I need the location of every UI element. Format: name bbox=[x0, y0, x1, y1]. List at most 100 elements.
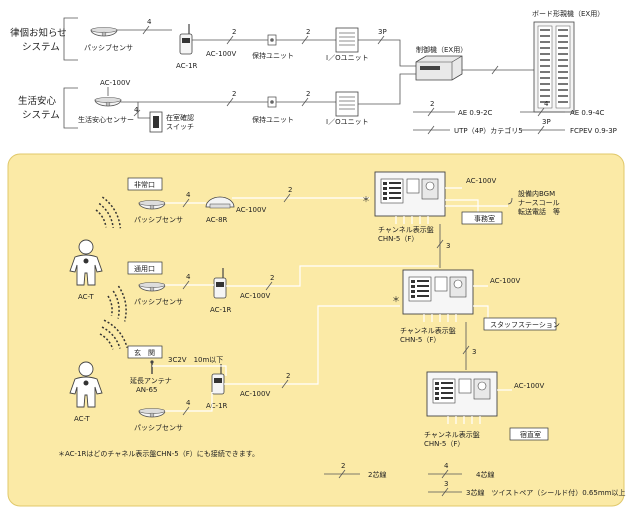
sys2-label-line1: 生活安心 bbox=[18, 95, 57, 107]
service-exit-label: 通用口 bbox=[134, 264, 155, 273]
office-box bbox=[461, 211, 503, 225]
passive-sensor-label: パッシブセンサ bbox=[84, 43, 133, 52]
board-panel-label: ボード形親機（EX用） bbox=[532, 9, 604, 18]
sys2-label-line2: システム bbox=[22, 110, 60, 121]
wire-num-4a: 4 bbox=[147, 18, 152, 26]
ch-model-label-2: CHN-5（F） bbox=[400, 336, 440, 344]
act-label-1: AC-T bbox=[78, 293, 94, 301]
controller-label: 制御機（EX用） bbox=[416, 45, 467, 54]
life-sensor-icon bbox=[94, 97, 122, 107]
staff-label: スタッフステーション bbox=[490, 320, 560, 329]
ch-panel-label-3: チャンネル表示盤 bbox=[424, 430, 480, 439]
office-label: 事務室 bbox=[474, 214, 495, 223]
presence-switch-icon bbox=[149, 111, 163, 133]
ac1r-label-service: AC-1R bbox=[210, 306, 232, 314]
top-legend-num-3: 3P bbox=[542, 118, 551, 126]
wire-num-4c-bottom: 4 bbox=[186, 399, 191, 407]
bottom-legend-num-2: 3 bbox=[444, 480, 448, 488]
antenna-label-line2: AN-65 bbox=[136, 386, 157, 394]
ac100v-label-entrance: AC-100V bbox=[240, 390, 270, 398]
service-exit-box bbox=[127, 261, 163, 275]
hold-unit-1-label: 保持ユニット bbox=[252, 51, 294, 60]
night-label: 宿直室 bbox=[520, 430, 541, 439]
presence-switch-label-line1: 在室確認 bbox=[166, 113, 194, 122]
top-legend-text-1: AE 0.9-4C bbox=[570, 109, 605, 117]
ch-model-label-3: CHN-5（F） bbox=[424, 440, 464, 448]
ch-panel-icon-night bbox=[426, 371, 498, 417]
top-legend-num-1: 4 bbox=[544, 100, 549, 108]
emergency-exit-box bbox=[127, 177, 163, 191]
ac1r-transmitter-icon bbox=[179, 23, 193, 55]
hold-unit-1-icon bbox=[267, 34, 277, 46]
ch-panel-label-2: チャンネル表示盤 bbox=[400, 326, 456, 335]
top-legend-text-3: FCPEV 0.9-3P bbox=[570, 127, 617, 135]
wire-num-2a: 2 bbox=[232, 28, 236, 36]
staff-box bbox=[483, 317, 557, 331]
star-mark-1: ＊ bbox=[362, 195, 370, 204]
night-box bbox=[509, 427, 549, 441]
bgm-label-line3: 転送電話 等 bbox=[518, 207, 560, 216]
star-mark-2: ＊ bbox=[392, 295, 400, 304]
bgm-label-line2: ナースコール bbox=[518, 199, 560, 207]
passive-sensor-label-1: パッシブセンサ bbox=[134, 215, 183, 224]
emergency-exit-label: 非常口 bbox=[134, 180, 155, 189]
ac1r-label: AC-1R bbox=[176, 62, 198, 70]
top-legend: 2 AE 0.9-2C 4 AE 0.9-4C UTP（4P）カテゴリ5 3P … bbox=[413, 100, 617, 135]
wire-num-3a-bottom: 3 bbox=[446, 242, 450, 250]
top-section: 律個お知らせ システム 生活安心 システム パッシブセンサ 4 AC-1R AC… bbox=[10, 9, 617, 135]
ch-panel-icon-office bbox=[374, 171, 446, 217]
ac8r-label: AC-8R bbox=[206, 216, 228, 224]
bottom-legend-num-0: 2 bbox=[341, 462, 345, 470]
top-legend-text-0: AE 0.9-2C bbox=[458, 109, 493, 117]
footnote: ＊AC-1Rはどのチャネル表示盤CHN-5（F）にも接続できます。 bbox=[58, 449, 259, 458]
passive-sensor-label-3: パッシブセンサ bbox=[134, 423, 183, 432]
hold-unit-2-label: 保持ユニット bbox=[252, 115, 294, 124]
bgm-label-line1: 設備内BGM bbox=[518, 189, 555, 198]
wire-num-3p: 3P bbox=[378, 28, 387, 36]
antenna-label-line1: 延長アンテナ bbox=[130, 376, 172, 385]
bottom-legend-text-1: 4芯線 bbox=[476, 470, 494, 479]
antenna-wire-label: 3C2V 10m以下 bbox=[168, 356, 223, 364]
wire-num-4b-bottom: 4 bbox=[186, 273, 191, 281]
ch-panel-label-1: チャンネル表示盤 bbox=[378, 225, 434, 234]
entrance-box bbox=[127, 345, 163, 359]
wire-num-4a-bottom: 4 bbox=[186, 191, 191, 199]
passive-sensor-icon bbox=[90, 27, 118, 37]
ac100v-label-a: AC-100V bbox=[206, 50, 236, 58]
sys1-label-line2: システム bbox=[22, 42, 60, 53]
wire-num-2b: 2 bbox=[306, 28, 310, 36]
io-unit-2-label: I／Oユニット bbox=[326, 118, 369, 126]
ch-panel-icon-staff bbox=[402, 269, 474, 315]
board-panel-icon bbox=[533, 21, 575, 113]
bottom-legend-text-2: 3芯線 ツイストペア（シールド付）0.65mm以上 bbox=[466, 488, 625, 497]
wire-num-2b-bottom: 2 bbox=[270, 274, 274, 282]
sys1-label-line1: 律個お知らせ bbox=[10, 27, 67, 39]
wire-num-4b: 4 bbox=[134, 106, 139, 114]
bottom-legend-num-1: 4 bbox=[444, 462, 449, 470]
ac100v-label-panel3: AC-100V bbox=[514, 382, 544, 390]
controller-icon bbox=[415, 55, 463, 81]
wire-num-2c-bottom: 2 bbox=[286, 372, 290, 380]
io-unit-2-icon bbox=[335, 91, 359, 117]
wire-num-2d: 2 bbox=[306, 90, 310, 98]
ac100v-label-panel1: AC-100V bbox=[466, 177, 496, 185]
wire-num-2c: 2 bbox=[232, 90, 236, 98]
ac100v-label-service: AC-100V bbox=[240, 292, 270, 300]
entrance-label: 玄 関 bbox=[134, 348, 155, 357]
passive-sensor-label-2: パッシブセンサ bbox=[134, 297, 183, 306]
presence-switch-label-line2: スイッチ bbox=[166, 123, 194, 131]
bottom-panel: 非常口 通用口 玄 関 パッシブセンサ パッシブセンサ パッシブセンサ AC-8… bbox=[7, 153, 625, 507]
io-unit-1-label: I／Oユニット bbox=[326, 54, 369, 62]
ac100v-label-panel2: AC-100V bbox=[490, 277, 520, 285]
life-sensor-label: 生活安心センサー bbox=[78, 115, 134, 124]
ac1r-label-entrance: AC-1R bbox=[206, 402, 228, 410]
io-unit-1-icon bbox=[335, 27, 359, 53]
ch-model-label-1: CHN-5（F） bbox=[378, 235, 418, 243]
top-legend-num-0: 2 bbox=[430, 100, 434, 108]
bottom-legend: 2 2芯線 4 4芯線 3 3芯線 ツイストペア（シールド付）0.65mm以上 bbox=[324, 462, 625, 497]
bottom-legend-text-0: 2芯線 bbox=[368, 470, 386, 479]
ac8r-icon bbox=[205, 196, 235, 209]
ac100v-label-b: AC-100V bbox=[100, 79, 130, 87]
